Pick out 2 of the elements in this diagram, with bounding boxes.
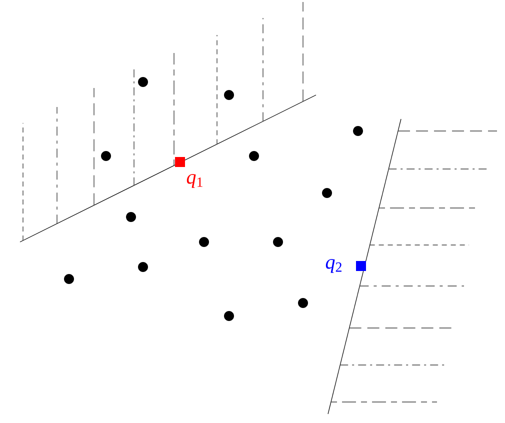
point-label: q$_{2}$: [326, 259, 342, 273]
point-label: q$_{1}$: [186, 174, 202, 188]
